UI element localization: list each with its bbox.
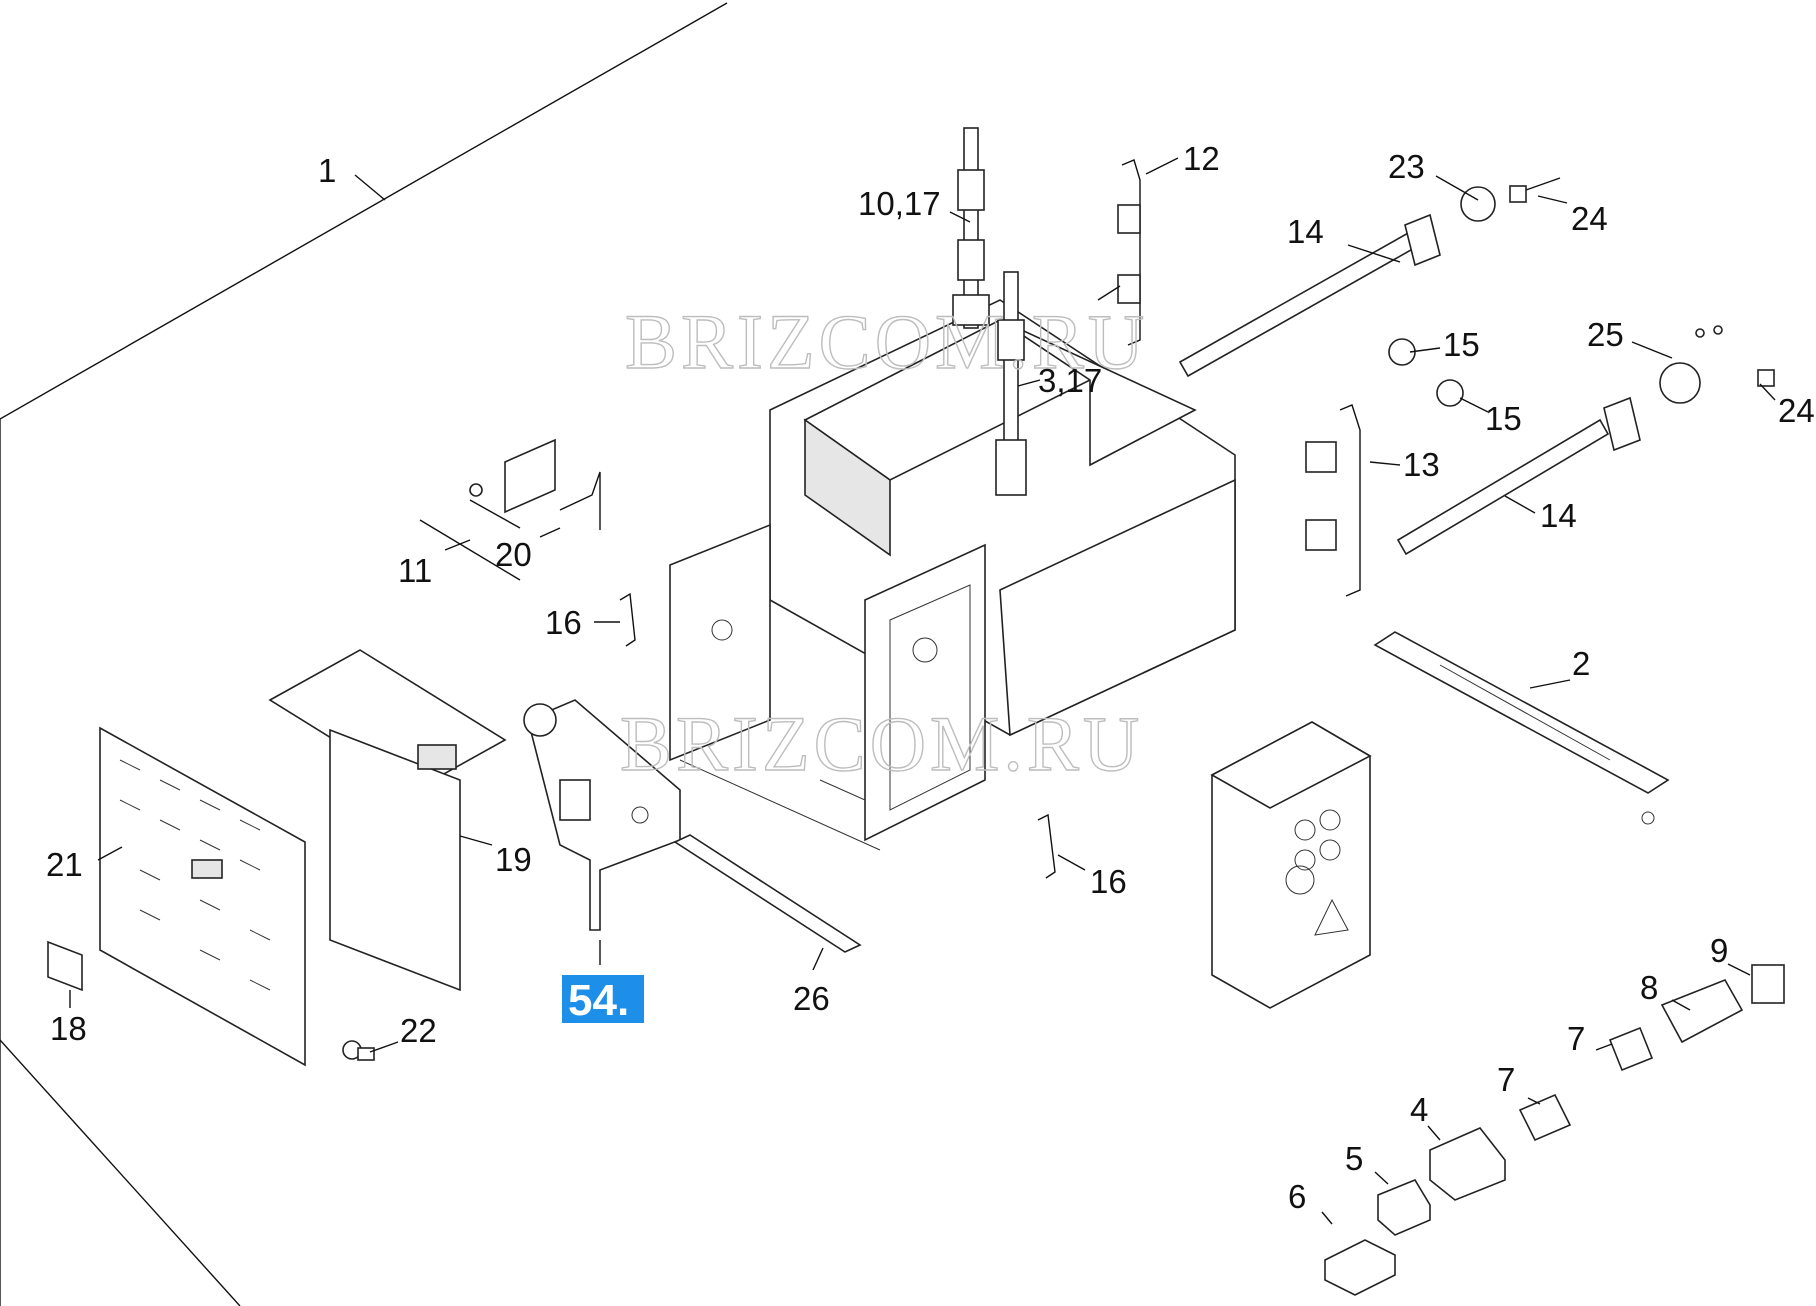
callout-24-top: 24 xyxy=(1571,200,1608,237)
callout-14-lower: 14 xyxy=(1540,497,1577,534)
callout-21: 21 xyxy=(46,846,83,883)
assembly-54 xyxy=(523,699,681,931)
callout-9: 9 xyxy=(1710,932,1728,969)
callout-1: 1 xyxy=(318,152,336,189)
callout-7-lower: 7 xyxy=(1497,1061,1515,1098)
callout-labels: 1 10,17 12 23 24 14 3,17 25 15 15 24 13 … xyxy=(46,140,1815,1215)
vertical-shafts xyxy=(952,127,1027,496)
callout-20: 20 xyxy=(495,536,532,573)
louvered-panel-21 xyxy=(99,726,306,1067)
callout-3-17: 3,17 xyxy=(1038,362,1102,399)
rail-26 xyxy=(673,834,862,953)
callout-15-lower: 15 xyxy=(1485,400,1522,437)
callout-23: 23 xyxy=(1388,148,1425,185)
callout-15-upper: 15 xyxy=(1443,326,1480,363)
plate-11-20 xyxy=(419,438,601,581)
callout-16-lower: 16 xyxy=(1090,863,1127,900)
hopper-19 xyxy=(268,649,507,992)
callout-8: 8 xyxy=(1640,969,1658,1006)
watermark-upper: BRIZCOM.RU xyxy=(625,298,1148,385)
callout-2: 2 xyxy=(1572,645,1590,682)
callout-25: 25 xyxy=(1587,316,1624,353)
frame-2 xyxy=(1373,631,1670,825)
bracket-12 xyxy=(1117,159,1141,346)
watermark-lower: BRIZCOM.RU xyxy=(620,700,1143,787)
callout-22: 22 xyxy=(400,1012,437,1049)
callout-12: 12 xyxy=(1183,140,1220,177)
callout-19: 19 xyxy=(495,841,532,878)
outer-frame-outline xyxy=(0,2,728,1306)
rod-14-upper xyxy=(1178,177,1561,378)
clips-15 xyxy=(1388,338,1464,407)
highlight-badge-label: 54. xyxy=(568,976,629,1025)
bracket-13 xyxy=(1305,404,1361,597)
callout-4: 4 xyxy=(1410,1091,1428,1128)
plug-connectors xyxy=(1324,964,1785,1296)
callout-26: 26 xyxy=(793,980,830,1017)
latch-18 xyxy=(47,940,83,992)
highlight-badge-54[interactable]: 54. xyxy=(562,975,644,1025)
handles-16 xyxy=(619,592,1056,879)
leader-lines xyxy=(69,157,1776,1225)
callout-18: 18 xyxy=(50,1010,87,1047)
lock-22 xyxy=(342,1040,375,1061)
callout-14-top: 14 xyxy=(1287,213,1324,250)
rod-14-lower xyxy=(1396,325,1775,556)
callout-24-lower: 24 xyxy=(1778,392,1815,429)
callout-10-17: 10,17 xyxy=(858,185,941,222)
callout-7-upper: 7 xyxy=(1567,1020,1585,1057)
louver-slots xyxy=(119,759,271,991)
callout-13: 13 xyxy=(1403,446,1440,483)
callout-6: 6 xyxy=(1288,1178,1306,1215)
callout-11: 11 xyxy=(398,552,432,589)
callout-16-upper: 16 xyxy=(545,604,582,641)
callout-5: 5 xyxy=(1345,1140,1363,1177)
control-box xyxy=(1210,721,1372,1009)
